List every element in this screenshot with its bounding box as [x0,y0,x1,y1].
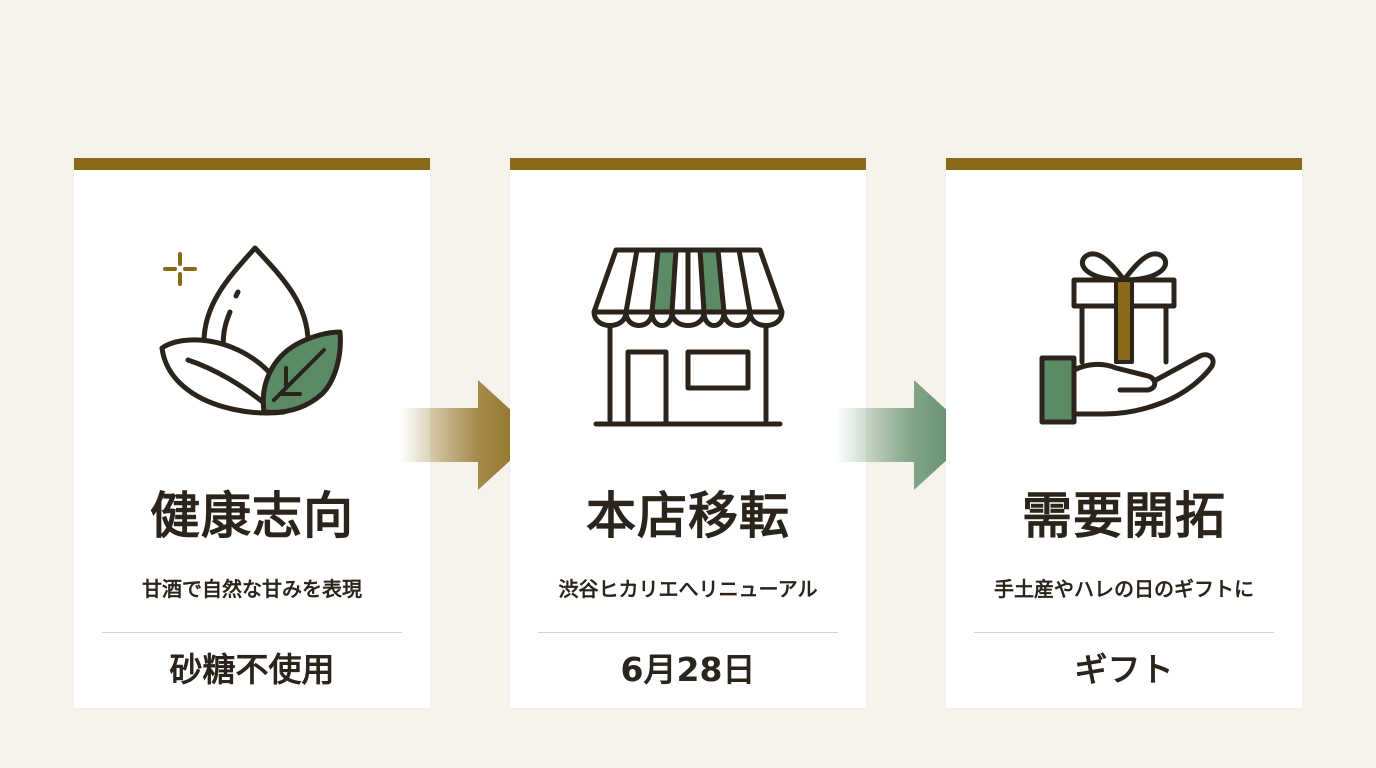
card-subtitle: 渋谷ヒカリエへリニューアル [558,577,818,601]
card-title: 需要開拓 [1022,486,1226,545]
storefront-icon [588,234,788,434]
leaf-drop-icon [152,234,352,434]
card-divider [974,632,1274,633]
arrow-right-icon [400,380,540,490]
card-health: 健康志向 甘酒で自然な甘みを表現 砂糖不使用 [74,158,430,708]
gift-hand-icon [1024,234,1224,434]
card-subtitle: 甘酒で自然な甘みを表現 [142,577,362,601]
card-divider [538,632,838,633]
arrow-right-icon [836,380,976,490]
card-title: 本店移転 [586,486,790,545]
card-footer: ギフト [1074,650,1174,689]
card-demand: 需要開拓 手土産やハレの日のギフトに ギフト [946,158,1302,708]
card-store-move: 本店移転 渋谷ヒカリエへリニューアル 6月28日 [510,158,866,708]
card-footer: 6月28日 [620,650,756,689]
card-subtitle: 手土産やハレの日のギフトに [994,577,1254,601]
card-footer: 砂糖不使用 [169,650,335,689]
card-title: 健康志向 [150,486,354,545]
card-divider [102,632,402,633]
